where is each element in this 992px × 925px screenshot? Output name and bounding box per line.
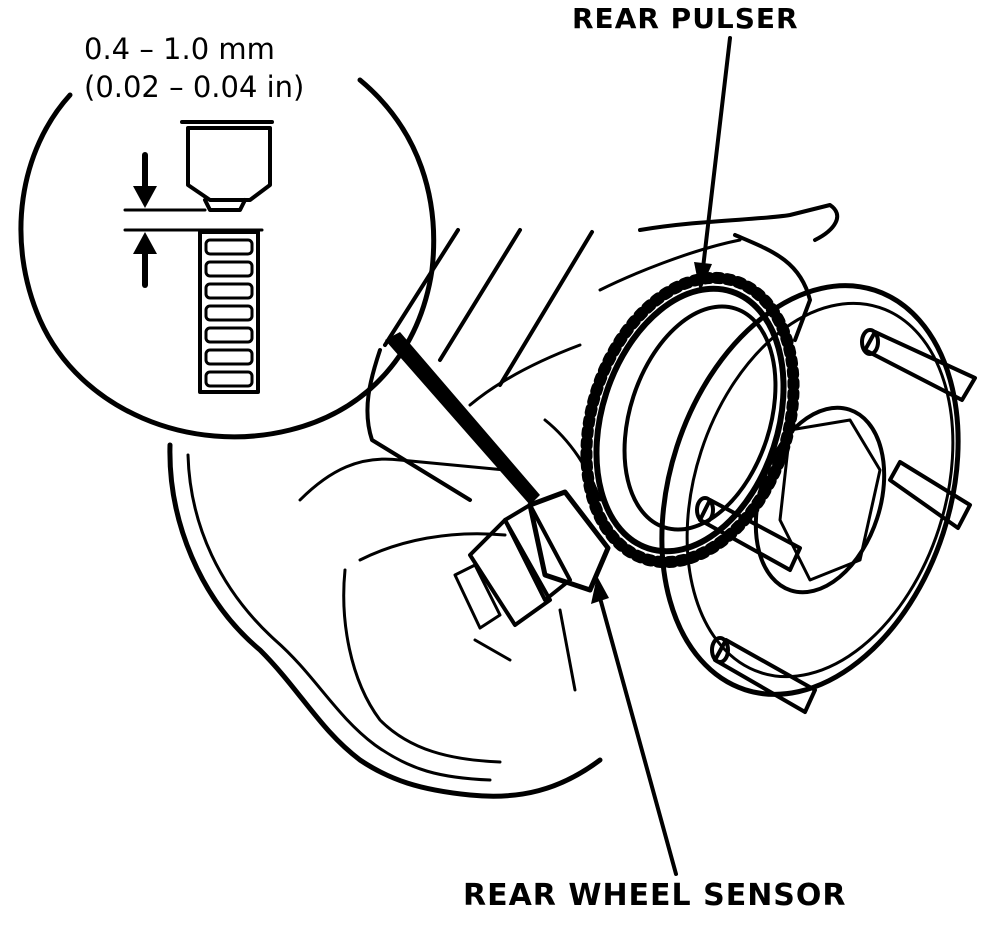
hub-flange <box>659 283 977 714</box>
gap-arrow-up-icon <box>133 232 157 288</box>
wheel-stud <box>860 328 977 402</box>
sensor-callout-leader <box>591 576 678 876</box>
wheel-stud <box>695 496 802 572</box>
inset-leader <box>385 332 540 505</box>
detail-inset <box>18 77 437 440</box>
wheel-stud <box>710 636 817 714</box>
inset-sensor-tip <box>180 120 274 212</box>
gap-arrow-down-icon <box>133 152 157 208</box>
knuckle-body <box>167 343 603 799</box>
pulser-callout-leader <box>694 36 732 292</box>
rear-wheel-sensor <box>453 489 611 692</box>
wheel-stud <box>888 460 972 530</box>
gap-spec-in: (0.02 – 0.04 in) <box>84 70 305 104</box>
gap-spec-mm: 0.4 – 1.0 mm <box>84 32 275 66</box>
strut-lines <box>383 203 840 387</box>
rear-pulser-label: REAR PULSER <box>572 2 799 35</box>
rear-wheel-sensor-label: REAR WHEEL SENSOR <box>463 878 847 913</box>
inset-pulser-teeth <box>198 230 260 394</box>
